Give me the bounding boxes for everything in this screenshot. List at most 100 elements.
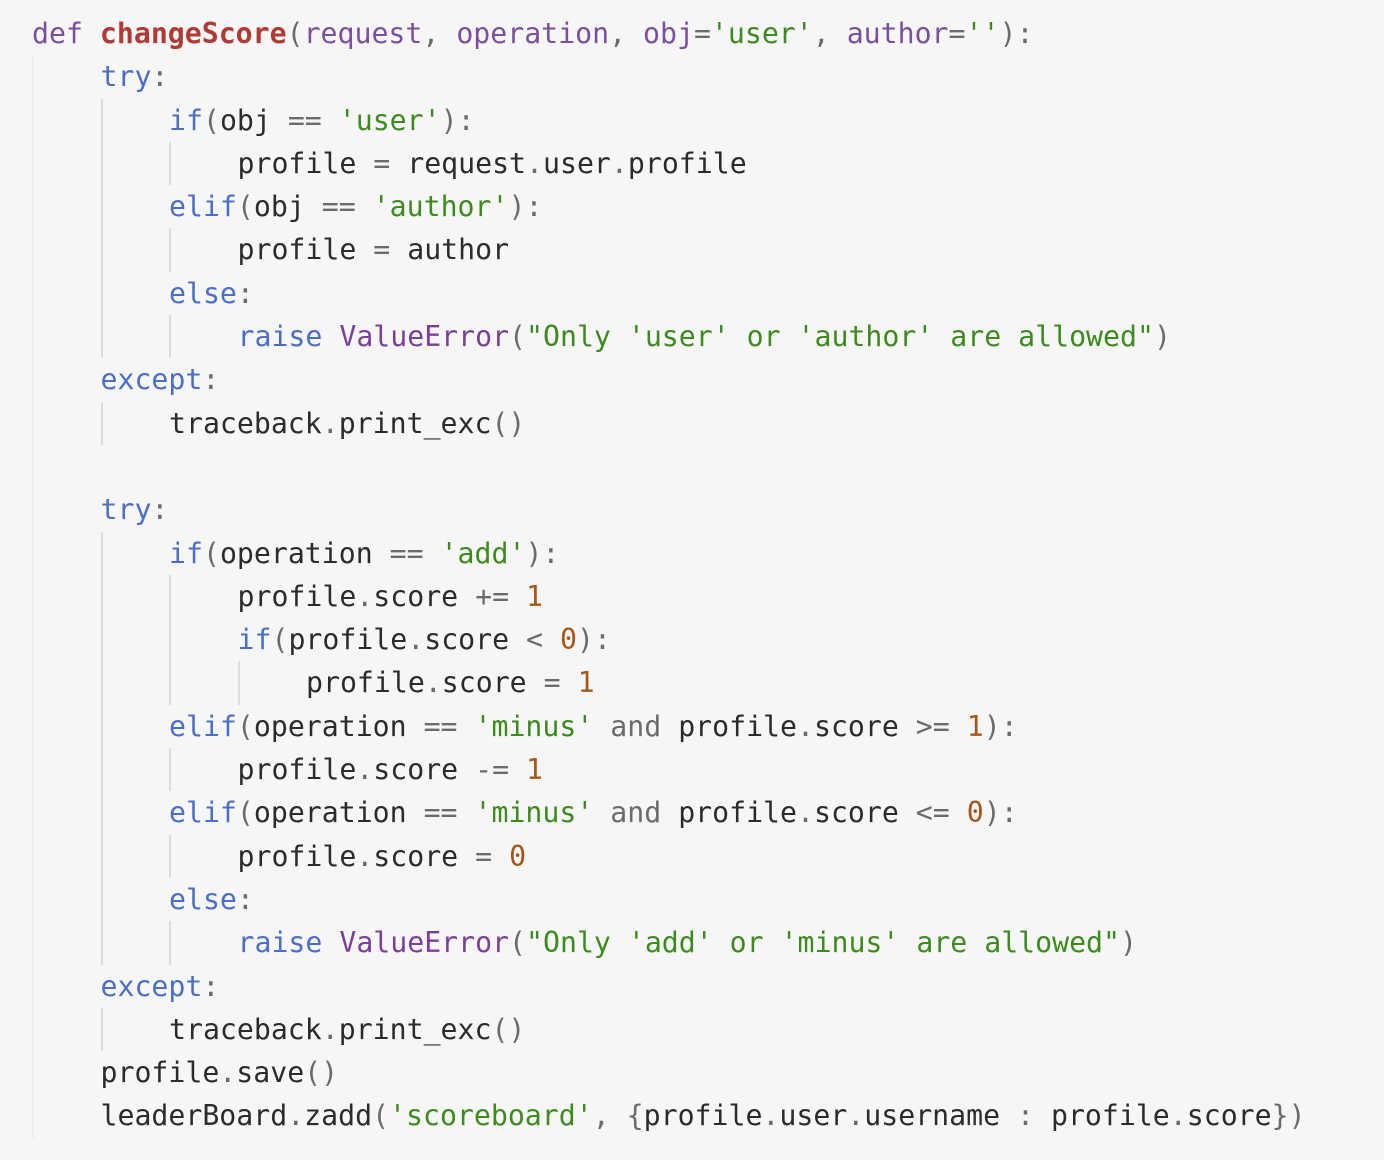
punctuation-token: ) [1120, 926, 1137, 960]
indent-guide [32, 531, 101, 575]
indent-guide [169, 141, 238, 186]
code-line[interactable]: traceback.print_exc() [32, 1007, 1306, 1052]
punctuation-token: . [356, 579, 374, 613]
operator-token: == [423, 796, 458, 830]
identifier-token: profile [237, 753, 357, 787]
code-line[interactable]: except: [32, 358, 1306, 402]
keyword-token: elif [169, 709, 237, 743]
indent-guide [100, 618, 170, 662]
number-token: 1 [577, 666, 595, 700]
code-line[interactable]: if(obj == 'user'): [32, 98, 1306, 142]
punctuation-token: . [407, 623, 425, 657]
indent-guide [169, 315, 238, 359]
keyword-token: elif [169, 796, 237, 830]
keyword-token: try [100, 493, 152, 527]
number-token: 0 [966, 796, 984, 830]
indent-guide [169, 228, 238, 272]
indent-guide [169, 834, 238, 878]
code-line[interactable]: profile.score -= 1 [32, 748, 1306, 792]
operator-token: == [287, 103, 322, 137]
punctuation-token: : [151, 60, 169, 94]
punctuation-token: ): [983, 709, 1018, 743]
parameter-token: obj [643, 17, 694, 50]
identifier-token: profile [237, 579, 357, 613]
code-line[interactable]: profile.score = 0 [32, 834, 1306, 878]
code-line[interactable]: profile = author [32, 228, 1306, 272]
code-line[interactable]: else: [32, 271, 1306, 316]
code-block[interactable]: def changeScore(request, operation, obj=… [32, 12, 1306, 1138]
identifier-token: author [390, 233, 510, 267]
identifier-token: profile [237, 146, 374, 180]
indent-guide [100, 271, 170, 316]
identifier-token: profile [643, 1099, 763, 1133]
indent-guide [100, 98, 170, 142]
punctuation-token: . [762, 1099, 780, 1133]
operator-token: = [543, 666, 561, 700]
code-line[interactable]: profile.save() [32, 1051, 1306, 1095]
punctuation-token: ) [1153, 320, 1171, 354]
punctuation-token: ): [577, 623, 611, 657]
code-line[interactable]: try: [32, 488, 1306, 532]
code-line[interactable]: raise ValueError("Only 'add' or 'minus' … [32, 921, 1306, 965]
indent-guide [100, 877, 170, 922]
punctuation-token: , [422, 17, 457, 50]
punctuation-token: }) [1271, 1099, 1306, 1133]
indent-guide [100, 1007, 170, 1052]
code-line[interactable]: except: [32, 964, 1306, 1008]
code-line[interactable]: if(profile.score < 0): [32, 618, 1306, 662]
code-line[interactable] [32, 444, 1306, 489]
identifier-token: profile [661, 709, 797, 743]
code-line[interactable]: traceback.print_exc() [32, 401, 1306, 445]
code-line[interactable]: if(operation == 'add'): [32, 531, 1306, 575]
indent-guide [32, 704, 101, 749]
code-line[interactable]: elif(operation == 'minus' and profile.sc… [32, 704, 1306, 749]
code-line[interactable]: elif(operation == 'minus' and profile.sc… [32, 791, 1306, 835]
identifier-token [950, 796, 967, 829]
code-line[interactable]: raise ValueError("Only 'user' or 'author… [32, 315, 1306, 359]
indent-guide [100, 661, 170, 705]
code-line[interactable]: else: [32, 877, 1306, 922]
number-token: 1 [526, 579, 544, 613]
indent-guide [32, 228, 101, 272]
indent-guide [32, 748, 101, 792]
indent-guide [100, 531, 170, 575]
indent-guide [100, 791, 170, 835]
punctuation-token: ( [236, 190, 254, 224]
punctuation-token: . [847, 1099, 865, 1133]
punctuation-token: () [304, 1056, 339, 1090]
indent-guide [32, 661, 101, 705]
keyword-token: elif [169, 190, 237, 224]
punctuation-token: ( [202, 103, 220, 137]
punctuation-token: . [610, 146, 628, 180]
operator-token: : [1017, 1099, 1034, 1133]
identifier-token: obj [253, 190, 322, 224]
indent-guide [100, 401, 170, 445]
identifier-token [356, 190, 373, 223]
identifier-token: profile [661, 796, 797, 830]
keyword-token: if [237, 623, 272, 657]
identifier-token: profile [237, 839, 357, 873]
punctuation-token: , { [592, 1099, 644, 1133]
punctuation-token: . [287, 1099, 305, 1133]
function-name-token: changeScore [99, 17, 287, 50]
identifier-token: user [543, 146, 611, 180]
string-token: 'minus' [474, 796, 594, 830]
code-line[interactable]: try: [32, 55, 1306, 99]
indent-guide [100, 921, 170, 965]
code-line[interactable]: leaderBoard.zadd('scoreboard', {profile.… [32, 1094, 1306, 1138]
indent-guide [169, 921, 238, 965]
code-line[interactable]: profile.score = 1 [32, 661, 1306, 705]
code-line[interactable]: profile = request.user.profile [32, 141, 1306, 186]
identifier-token: profile [288, 623, 408, 657]
punctuation-token: ( [202, 536, 220, 570]
identifier-token: username [864, 1099, 1018, 1133]
operator-token: < [526, 623, 544, 657]
code-line[interactable]: elif(obj == 'author'): [32, 185, 1306, 229]
punctuation-token: . [356, 839, 374, 873]
punctuation-token: ( [509, 926, 527, 960]
code-line[interactable]: profile.score += 1 [32, 574, 1306, 619]
code-line[interactable]: def changeScore(request, operation, obj=… [32, 12, 1306, 55]
operator-token: = [948, 17, 966, 50]
identifier-token [322, 104, 339, 137]
